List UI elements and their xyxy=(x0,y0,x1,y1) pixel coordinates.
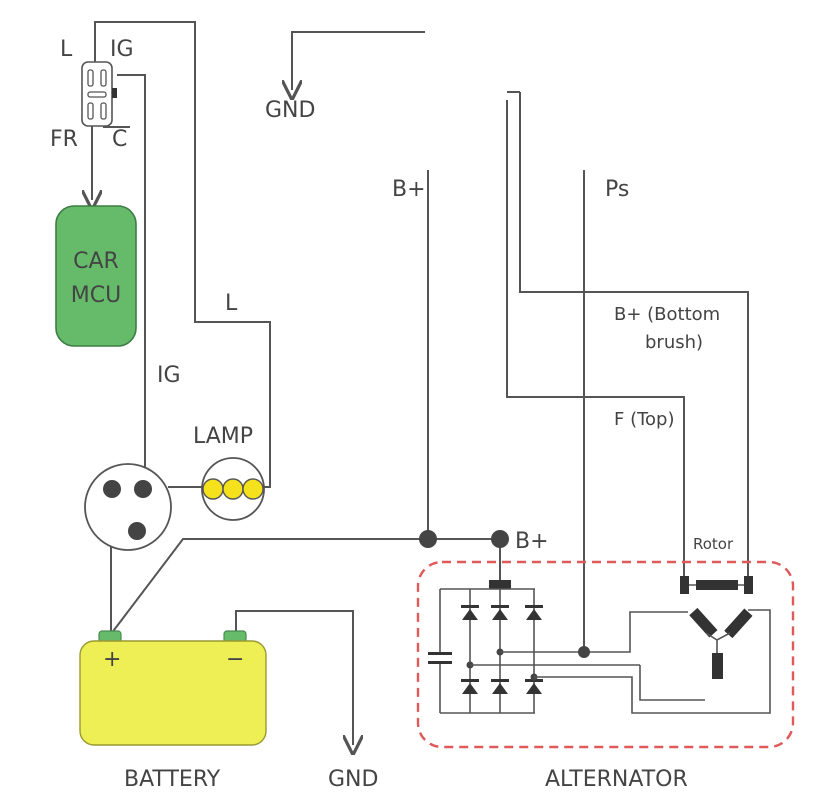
lamp-icon xyxy=(201,457,265,521)
mcu-label-line2: MCU xyxy=(71,283,121,308)
wire-b-bottom-brush xyxy=(519,92,749,578)
l-wire-label: L xyxy=(225,291,238,316)
switch-label-l: L xyxy=(60,37,73,62)
ps-label: Ps xyxy=(605,177,629,202)
gnd-top-label: GND xyxy=(265,98,315,123)
wire-gnd-top xyxy=(292,31,425,90)
ig-wire-label: IG xyxy=(157,363,181,388)
wires xyxy=(92,21,749,745)
switch-label-ig: IG xyxy=(110,37,134,62)
junction-dot-bplus-node xyxy=(491,530,509,548)
battery-label: BATTERY xyxy=(124,767,221,792)
rotor-brushes xyxy=(680,576,753,594)
wire-ig xyxy=(117,74,146,487)
b-plus-top-label: B+ xyxy=(392,177,426,202)
lamp-label: LAMP xyxy=(193,424,253,449)
stator-windings xyxy=(689,607,753,679)
switch-label-c: C xyxy=(112,127,127,152)
mcu-label-line1: CAR xyxy=(73,249,119,274)
gnd-bottom-label: GND xyxy=(328,767,378,792)
wire-l xyxy=(94,21,271,488)
ignition-key-switch xyxy=(84,463,172,551)
ignition-switch-connector xyxy=(81,61,117,127)
switch-label-fr: FR xyxy=(50,127,78,152)
rotor-label: Rotor xyxy=(693,535,734,553)
b-plus-bottom-label-line1: B+ (Bottom xyxy=(614,304,720,325)
wire-f-top xyxy=(506,91,685,578)
battery-plus-sign: + xyxy=(103,647,121,672)
car-mcu-box xyxy=(55,205,137,347)
rectifier-bridge xyxy=(428,580,771,714)
wire-battery-bplus xyxy=(110,538,500,635)
alternator-label: ALTERNATOR xyxy=(545,767,688,792)
junction-dot-bplus xyxy=(419,530,437,548)
f-top-label: F (Top) xyxy=(614,409,675,430)
battery-minus-sign: − xyxy=(226,647,244,672)
b-plus-bottom-label-line2: brush) xyxy=(645,332,703,353)
b-plus-node-label: B+ xyxy=(515,529,549,554)
wire-battery-gnd xyxy=(235,610,353,745)
junction-dot-ps xyxy=(578,646,590,658)
battery xyxy=(79,630,267,746)
